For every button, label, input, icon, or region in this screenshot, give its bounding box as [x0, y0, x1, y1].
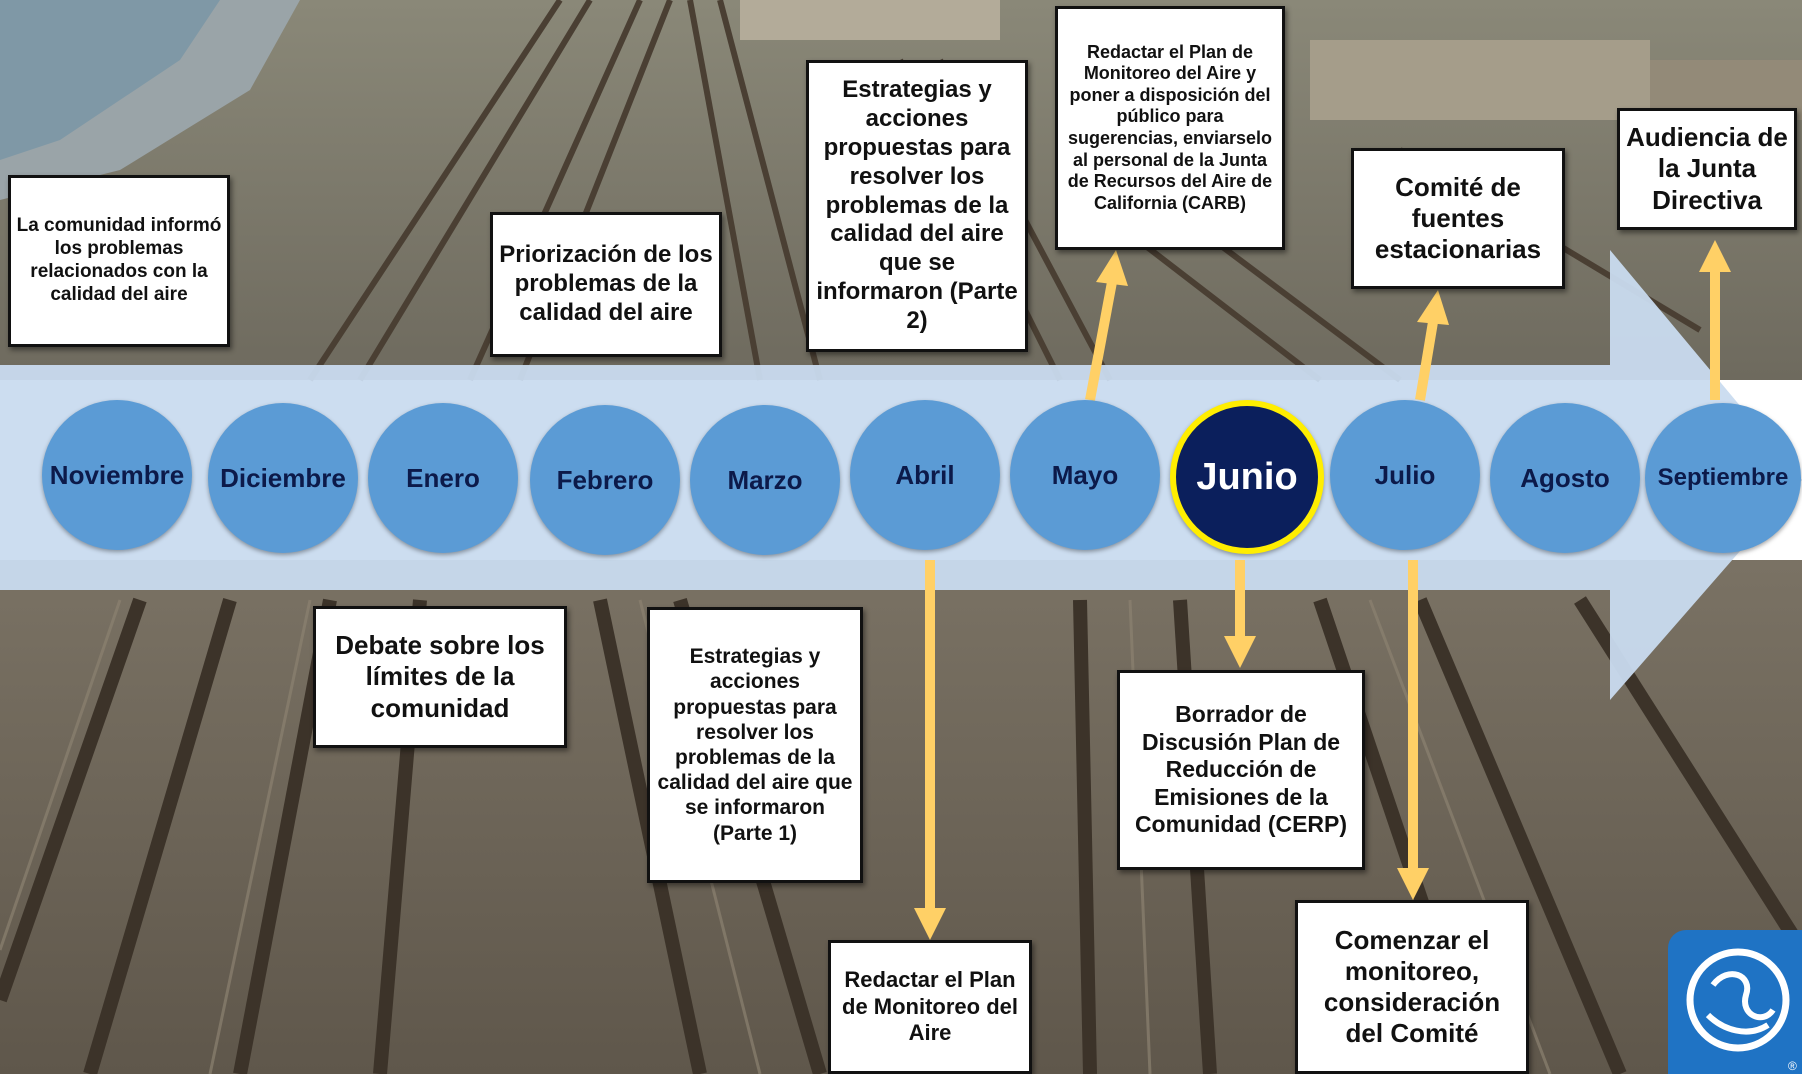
- month-noviembre: Noviembre: [42, 400, 192, 550]
- connector-septiembre-up-head: [1699, 240, 1731, 272]
- month-julio: Julio: [1330, 400, 1480, 550]
- month-agosto: Agosto: [1490, 403, 1640, 553]
- milestone-estrategias-parte-1: Estrategias y acciones propuestas para r…: [647, 607, 863, 883]
- milestone-redactar-plan-monitoreo: Redactar el Plan de Monitoreo del Aire: [828, 940, 1032, 1074]
- month-junio-current: Junio: [1170, 400, 1324, 554]
- connector-abril-down-head: [914, 908, 946, 940]
- milestone-debate-limites: Debate sobre los límites de la comunidad: [313, 606, 567, 748]
- air-district-logo-icon: ®: [1668, 930, 1802, 1074]
- milestone-borrador-cerp: Borrador de Discusión Plan de Reducción …: [1117, 670, 1365, 870]
- milestone-priorizacion: Priorización de los problemas de la cali…: [490, 212, 722, 357]
- month-mayo: Mayo: [1010, 400, 1160, 550]
- milestone-estrategias-parte-2: Estrategias y acciones propuestas para r…: [806, 60, 1028, 352]
- month-marzo: Marzo: [690, 405, 840, 555]
- month-septiembre: Septiembre: [1645, 403, 1801, 553]
- connector-arrows: [914, 240, 1731, 940]
- connector-julio-up: [1415, 321, 1438, 401]
- milestone-comunidad-informo: La comunidad informó los problemas relac…: [8, 175, 230, 347]
- milestone-audiencia-junta: Audiencia de la Junta Directiva: [1617, 108, 1797, 230]
- milestone-comenzar-monitoreo: Comenzar el monitoreo, consideración del…: [1295, 900, 1529, 1074]
- registered-mark: ®: [1788, 1059, 1797, 1073]
- month-enero: Enero: [368, 403, 518, 553]
- milestone-redactar-plan-publico: Redactar el Plan de Monitoreo del Aire y…: [1055, 6, 1285, 250]
- connector-mayo-up-head: [1096, 250, 1128, 286]
- month-diciembre: Diciembre: [208, 403, 358, 553]
- connector-julio-down-head: [1397, 868, 1429, 900]
- month-febrero: Febrero: [530, 405, 680, 555]
- milestone-comite-fuentes: Comité de fuentes estacionarias: [1351, 148, 1565, 289]
- month-abril: Abril: [850, 400, 1000, 550]
- connector-junio-down-head: [1224, 636, 1256, 668]
- logo-mark-icon: ®: [1686, 948, 1797, 1073]
- connector-julio-up-head: [1417, 290, 1449, 325]
- connector-mayo-up: [1085, 281, 1117, 401]
